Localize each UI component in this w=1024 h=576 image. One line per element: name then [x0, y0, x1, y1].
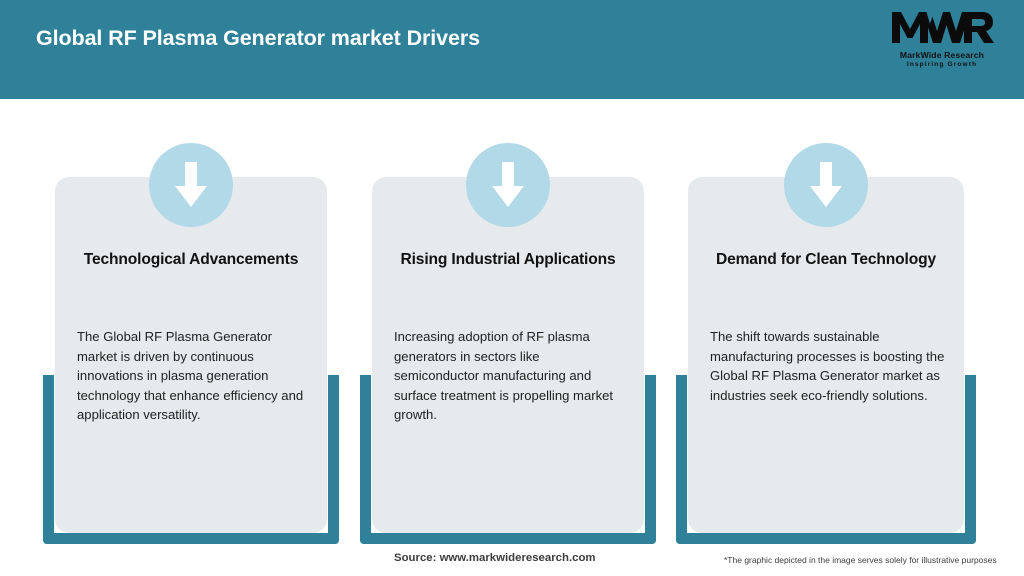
header-bar: Global RF Plasma Generator market Driver…: [0, 0, 1024, 99]
card-title: Rising Industrial Applications: [400, 251, 616, 268]
card-accent-bracket: [43, 375, 339, 544]
card-panel: Technological Advancements The Global RF…: [55, 177, 327, 533]
card-title: Technological Advancements: [83, 251, 299, 268]
card-body-text: Increasing adoption of RF plasma generat…: [394, 329, 614, 423]
down-arrow-icon: [466, 143, 550, 227]
card-accent-bracket: [676, 375, 976, 544]
down-arrow-icon: [784, 143, 868, 227]
brand-logo: MarkWide Research Inspiring Growth: [882, 10, 1002, 72]
card-title: Demand for Clean Technology: [715, 251, 937, 268]
card-panel: Rising Industrial Applications Increasin…: [372, 177, 644, 533]
card-body-text: The Global RF Plasma Generator market is…: [77, 329, 304, 423]
driver-card-2[interactable]: Rising Industrial Applications Increasin…: [360, 0, 656, 576]
card-accent-bracket: [360, 375, 656, 544]
page-title: Global RF Plasma Generator market Driver…: [36, 26, 480, 50]
disclaimer-note: *The graphic depicted in the image serve…: [724, 555, 997, 565]
card-panel: Demand for Clean Technology The shift to…: [688, 177, 964, 533]
down-arrow-icon: [149, 143, 233, 227]
logo-company-name: MarkWide Research: [899, 50, 985, 60]
card-body-text: The shift towards sustainable manufactur…: [710, 329, 945, 403]
driver-card-3[interactable]: Demand for Clean Technology The shift to…: [676, 0, 976, 576]
source-label: Source: www.markwideresearch.com: [394, 552, 596, 564]
logo-mwr-icon: [882, 10, 1002, 49]
logo-tagline: Inspiring Growth: [906, 61, 978, 68]
driver-card-1[interactable]: Technological Advancements The Global RF…: [43, 0, 339, 576]
